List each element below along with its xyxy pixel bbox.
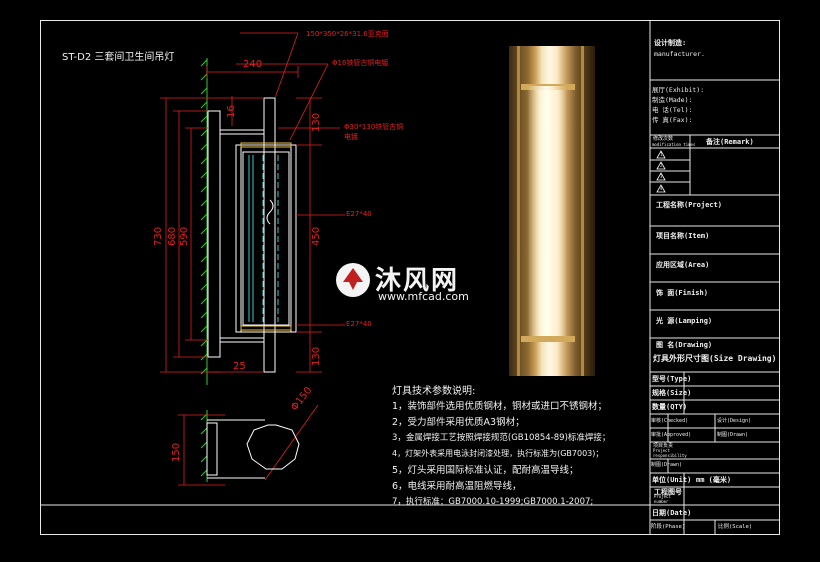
tb-size: 规格(Size) [652,389,692,397]
tb-date: 日期(Date) [652,509,692,517]
tb-drawn-2: 制图(Drawn) [651,462,683,468]
tb-drawing-value: 灯具外形尺寸图(Size Drawing) [653,354,777,363]
tb-rev-2: 2 [660,163,663,168]
lamp-elevation [207,97,297,373]
dim-680: 680 [167,226,178,246]
drawing-frame [40,20,780,535]
tb-lamping: 光 源(Lamping) [656,317,713,325]
sheet-title: ST-D2 三套间卫生间吊灯 [62,52,175,63]
dim-16: 16 [226,105,237,118]
tb-approved: 审批(Approved) [651,432,692,438]
tb-phase: 阶段(Phase) [651,524,686,530]
dim-e27-bottom: E27*40 [346,320,372,328]
watermark-logo [336,263,370,297]
lamp-photo [509,46,595,376]
tb-item: 项目名称(Item) [656,232,710,240]
tb-fax: 传 真(Fax): [652,116,693,124]
dim-240: 240 [243,59,263,70]
tb-checked: 审核(Checked) [651,418,689,424]
dim-tube-note: Φ16铁管古铜电镀 [332,59,389,67]
watermark-brand: 沐风网 [375,266,460,296]
dim-top-note: 150*350*26*31.6亚克面 [306,30,389,38]
tb-rev-3: 3 [660,174,663,179]
lamp-holders [240,142,292,331]
tb-drawing-no-2: Project [654,494,671,499]
watermark-url: www.mfcad.com [378,290,469,303]
notes-line-5: 5，灯头采用国际标准认证，配耐高温导线； [392,465,579,476]
tb-unit: 单位(Unit) [652,476,692,484]
notes-line-3: 3，金属焊接工艺按照焊接规范(GB10854-89)标准焊接； [392,433,611,443]
tb-scale: 比例(Scale) [718,524,753,530]
tb-drawing-no-3: number [654,499,669,504]
revision-triangles [656,150,666,193]
tb-tel: 电 话(Tel): [652,106,693,114]
tb-project-person-2: Project [653,448,670,453]
tb-drawing: 图 名(Drawing) [656,341,713,349]
notes-line-1: 1，装饰部件选用优质钢材，铜材或进口不锈钢材； [392,401,608,412]
dim-130-bottom: 130 [311,346,322,366]
notes-line-6: 6，电线采用耐高温阻燃导线， [392,481,522,492]
lamp-plan [206,419,300,479]
dimension-lines [160,32,345,486]
notes-line-7: 7，执行标准：GB7000.10-1999;GB7000.1-2007; [392,497,594,507]
tb-project: 工程名称(Project) [656,201,722,209]
tb-project-person-1: 项目负责 [653,443,674,449]
notes-line-2: 2，受力部件采用优质A3钢材； [392,417,525,428]
notes-line-4: 4，灯架外表采用电泳封闭漆处理，执行标准为(GB7003)； [392,449,604,458]
dim-590: 590 [179,226,190,246]
tb-design: 设计(Design) [717,418,752,424]
tb-type: 型号(Type) [652,375,692,383]
dim-730: 730 [153,226,164,246]
tb-drawing-no-1: 工程图号 [654,488,682,496]
notes-heading: 灯具技术参数说明: [392,386,476,397]
tb-remark: 备注(Remark) [706,138,754,146]
tb-area: 应用区域(Area) [656,261,710,269]
tb-revision-label: 修改次数 [653,136,674,142]
tb-finish: 饰 面(Finish) [656,289,708,297]
dim-pipe-note-2: 电镀 [344,133,358,141]
tb-project-person-3: responsibility [653,453,687,458]
dim-e27-top: E27*40 [346,210,372,218]
dim-25: 25 [233,361,246,372]
tb-revision-en: modification times [652,142,696,147]
dim-450: 450 [311,226,322,246]
tb-made: 制造(Made): [652,96,693,104]
tb-qty: 数量(QTY) [652,403,688,411]
tb-drawn: 制图(Drawn) [717,432,749,438]
tb-maker-label: 设计制造: [654,39,687,47]
dim-pipe-note-1: Φ30*130铁管古铜 [344,123,404,131]
tb-rev-4: 4 [660,186,663,191]
glass-tubes [248,155,279,322]
wall [200,58,208,482]
tb-maker-en: manufacturer. [654,50,705,58]
title-block-lines [40,20,780,535]
tb-exhibit: 展厅(Exhibit): [652,86,705,94]
dim-130-top: 130 [311,112,322,132]
tb-unit-value: mm (毫米) [696,476,732,484]
tb-rev-1: 1 [660,152,663,157]
dim-150: 150 [171,442,182,462]
